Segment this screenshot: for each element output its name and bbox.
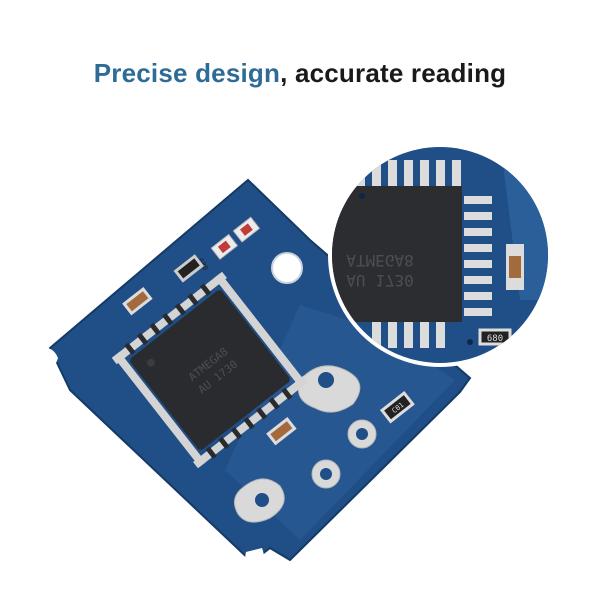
zoom-resistor-label: 680 (487, 334, 503, 344)
resistor-small (173, 254, 205, 283)
capacitor-left (122, 286, 153, 316)
headline: Precise design, accurate reading (0, 58, 600, 89)
resistor-bottom (266, 416, 297, 446)
zoom-resistor: 680 (478, 328, 512, 346)
resistor-right: C01 (379, 390, 415, 424)
zoom-chip-body (332, 186, 462, 322)
headline-highlight: Precise design (93, 58, 281, 88)
pcb-board: ATMEGA8 AU 1730 680 C01 (40, 178, 472, 570)
zoom-chip-line1: ATMEGA8 (346, 251, 413, 270)
zoom-capacitor (506, 244, 524, 290)
headline-rest: , accurate reading (280, 58, 507, 88)
led-pair (210, 216, 261, 260)
mounting-hole (271, 252, 303, 284)
zoom-chip-line2: AU 1730 (346, 271, 413, 290)
main-chip: ATMEGA8 AU 1730 (111, 271, 309, 469)
